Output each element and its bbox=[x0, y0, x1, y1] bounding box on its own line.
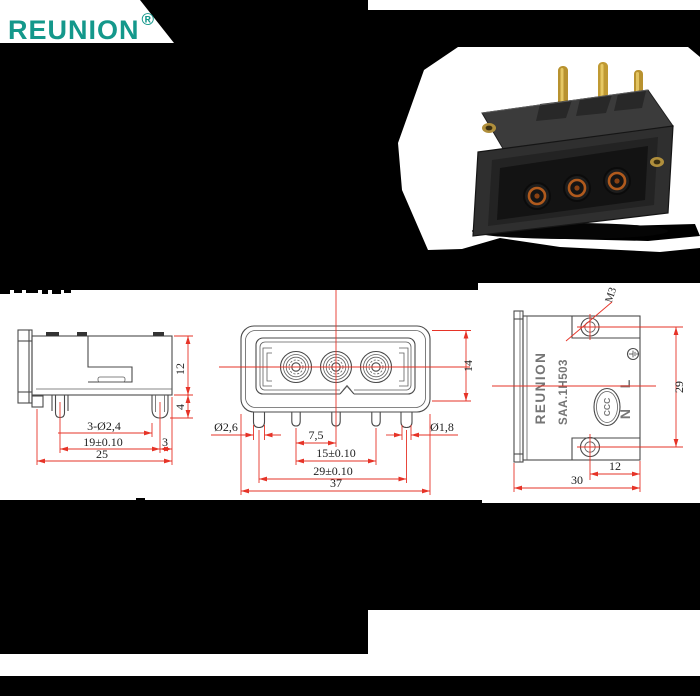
brand-logo-text: REUNION bbox=[8, 15, 140, 45]
dim-front-half-pitch: 7,5 bbox=[309, 428, 324, 442]
front-view-drawing: 14 Ø2,6 Ø1,8 7,5 15±0.10 29±0.10 37 bbox=[211, 290, 475, 495]
dim-front-face-height: 14 bbox=[461, 360, 475, 372]
side-view-drawing: 12 4 3-Ø2,4 19±0.10 3 25 bbox=[17, 329, 193, 465]
terminal-label-live: L bbox=[617, 379, 633, 388]
dim-front-left-peg-dia: Ø2,6 bbox=[214, 420, 238, 434]
dim-back-hole-pitch: 29 bbox=[672, 381, 686, 393]
dim-side-pin-note: 3-Ø2,4 bbox=[87, 419, 121, 433]
dim-front-overall-width: 37 bbox=[330, 476, 342, 490]
dim-side-body-height: 12 bbox=[173, 363, 187, 375]
dim-side-pin-pitch: 19±0.10 bbox=[83, 435, 123, 449]
connector-sockets bbox=[523, 167, 631, 210]
back-view-brand-text: REUNION bbox=[533, 352, 548, 425]
registered-trademark-icon: ® bbox=[141, 10, 155, 29]
product-photo bbox=[472, 62, 700, 241]
dim-front-mount-pitch: 29±0.10 bbox=[313, 464, 353, 478]
dim-back-overall-width: 30 bbox=[571, 473, 583, 487]
dim-front-right-peg-dia: Ø1,8 bbox=[430, 420, 454, 434]
brand-logo: REUNION® bbox=[8, 10, 154, 46]
dim-back-hole-offset: 12 bbox=[609, 459, 621, 473]
dim-side-leg-height: 4 bbox=[173, 404, 187, 410]
back-view-model-text: SAA.1H503 bbox=[558, 359, 570, 425]
terminal-label-neutral: N bbox=[617, 409, 633, 419]
mounting-inserts bbox=[482, 123, 664, 167]
side-view-pin-stubs bbox=[46, 332, 164, 336]
dim-front-contact-pitch: 15±0.10 bbox=[316, 446, 356, 460]
ccc-certification-mark: CCC bbox=[602, 398, 612, 416]
band-edge-artifacts bbox=[0, 288, 145, 505]
back-view-drawing: REUNION SAA.1H503 CCC L N M3 bbox=[492, 285, 686, 492]
dim-side-overall-width: 25 bbox=[96, 447, 108, 461]
earth-ground-icon bbox=[629, 350, 638, 358]
screw-spec-label: M3 bbox=[603, 285, 619, 304]
dim-side-edge-gap: 3 bbox=[162, 435, 168, 449]
